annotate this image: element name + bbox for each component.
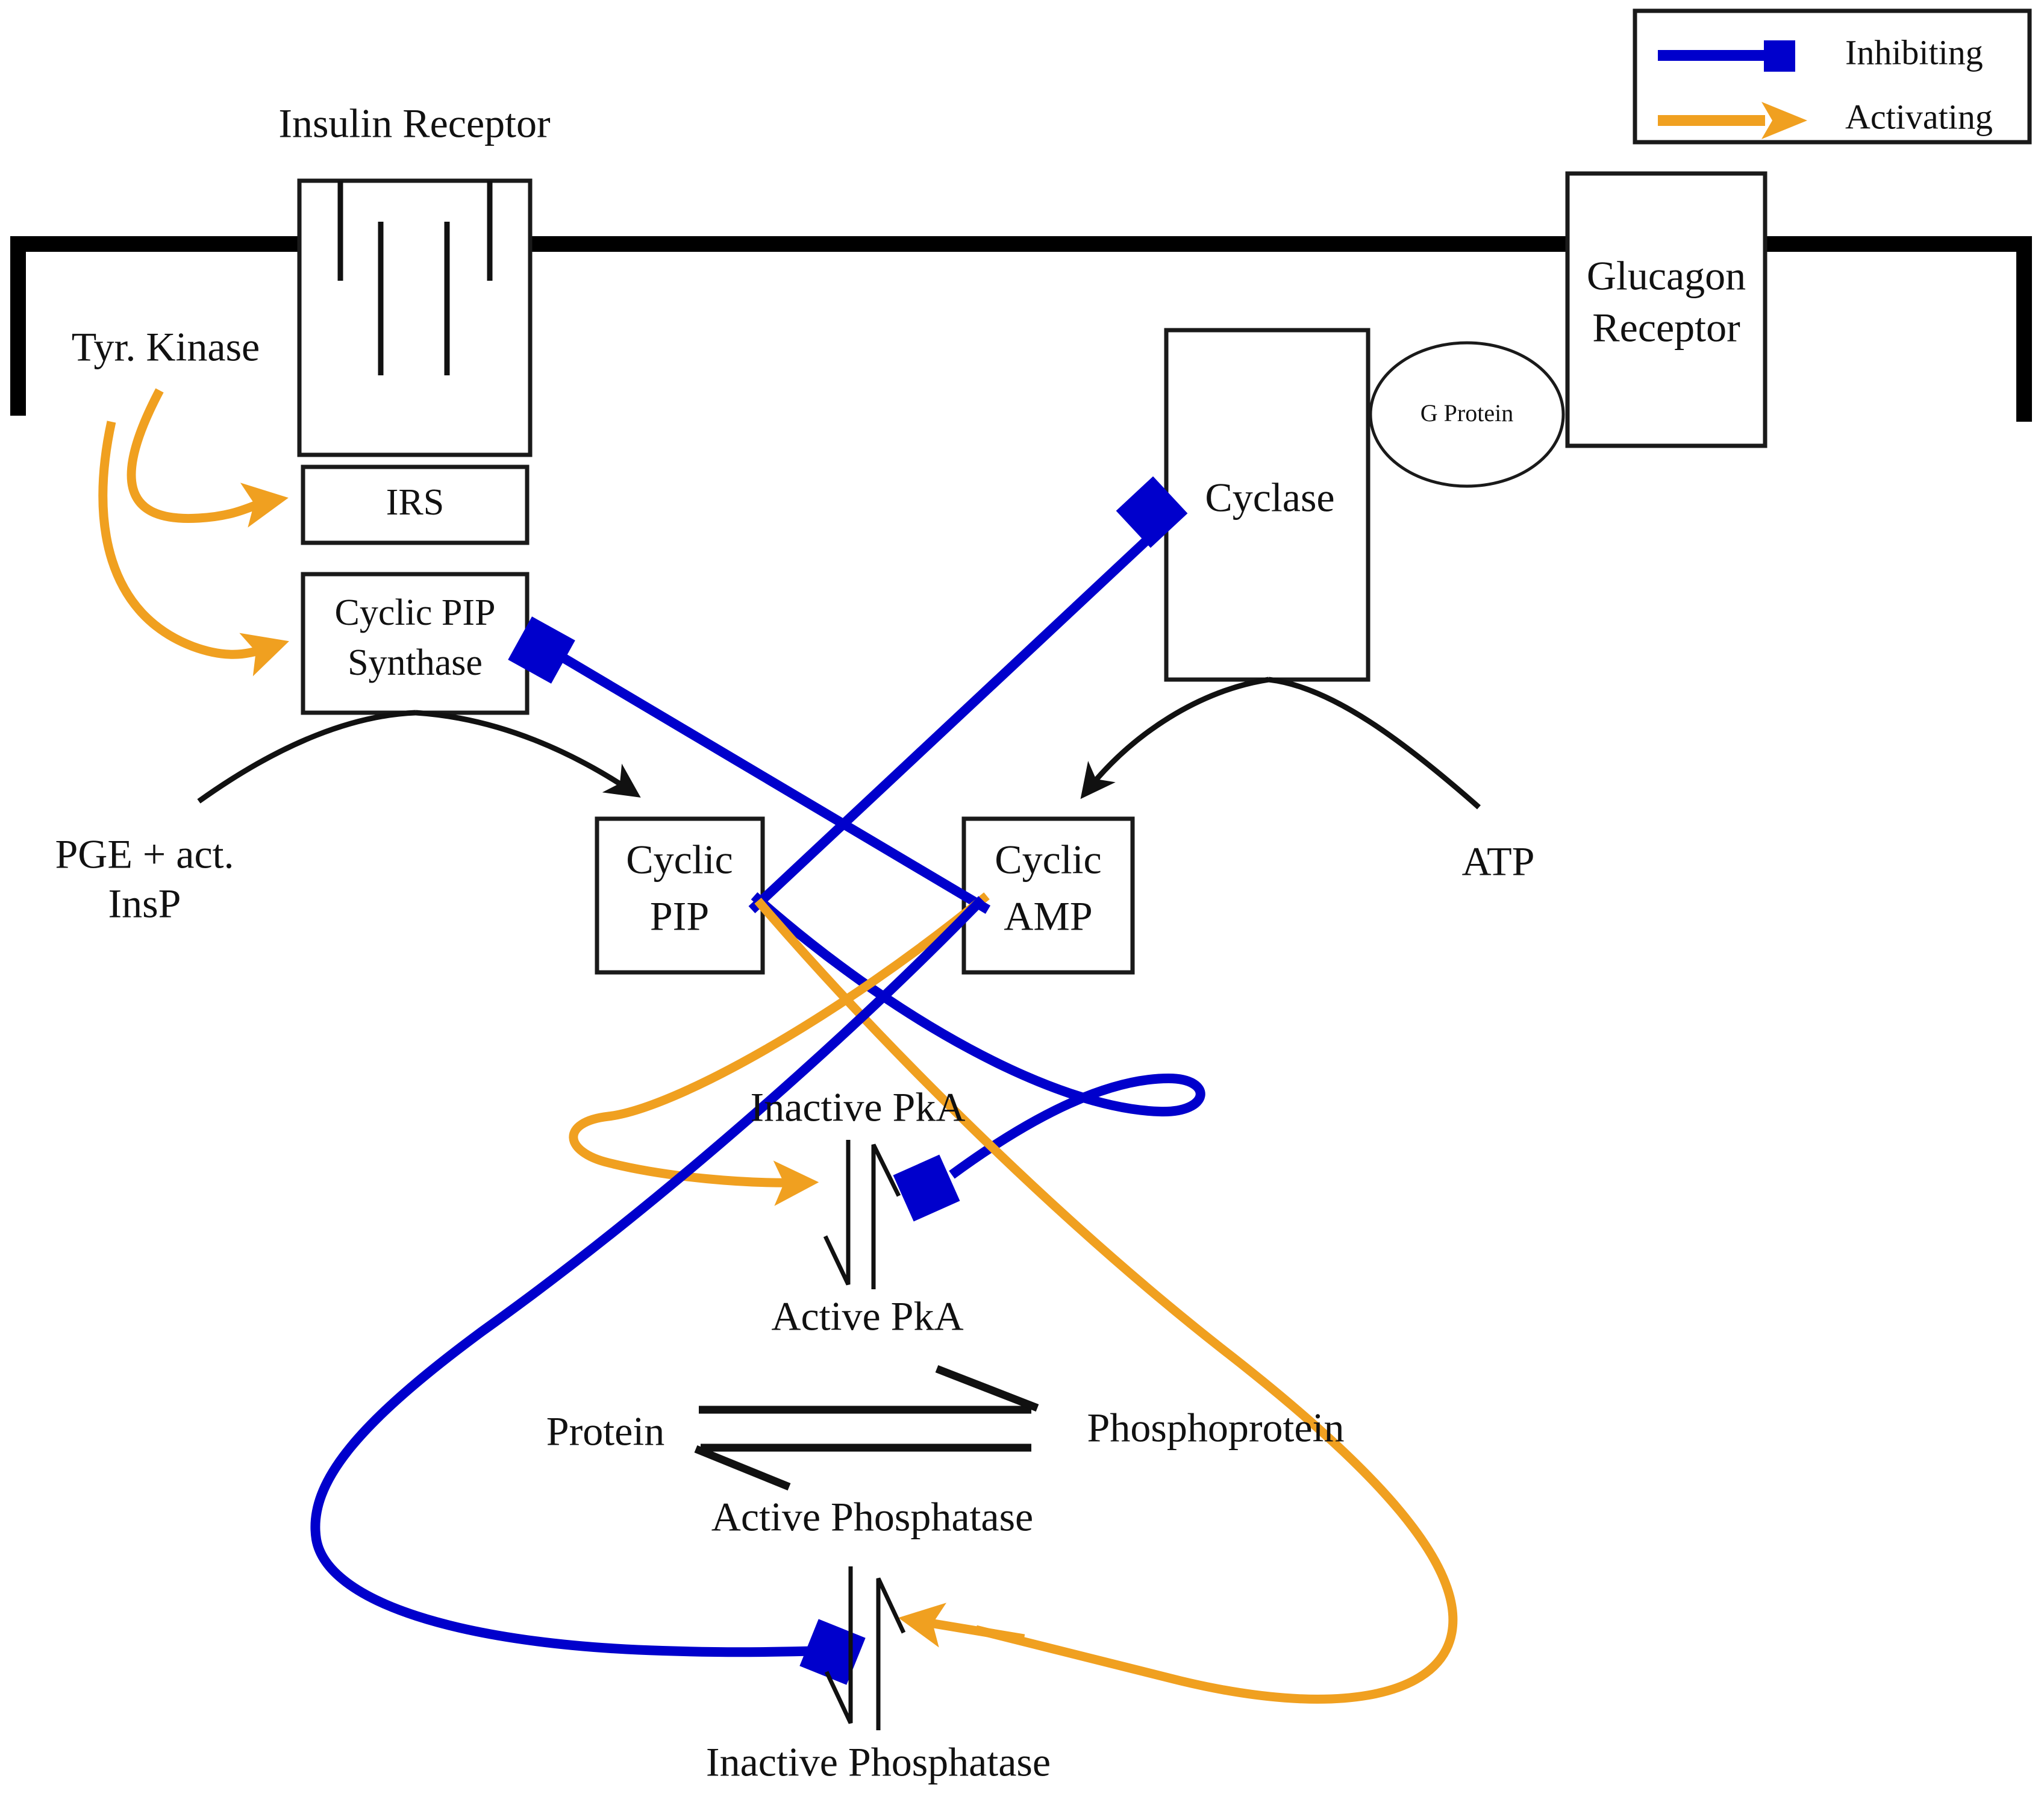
cyclic-amp-node[interactable]: Cyclic AMP (961, 816, 1135, 975)
protein-reversible-arrows (694, 1365, 1039, 1491)
edge-cyclicamp-activates-pka (569, 892, 990, 1206)
cell-membrane (10, 236, 2032, 422)
legend-activating-arrow-icon (1761, 102, 1807, 139)
atp-label: ATP (1462, 839, 1535, 884)
edge-pge-to-cyclicpip (197, 710, 416, 804)
edge-synthase-to-cyclicpip (415, 710, 641, 798)
irs-node[interactable]: IRS (301, 464, 530, 545)
edge-cyclicpip-inhibits-inactive-pka (751, 892, 1205, 1222)
g-protein-label: G Protein (1420, 399, 1513, 427)
pge-label-line2: InsP (108, 881, 181, 927)
legend: Inhibiting Activating (1633, 8, 2032, 145)
edge-tyrkinase-to-irs (127, 388, 289, 528)
edge-cyclicpip-activates-phosphatase (754, 898, 1458, 1704)
inhibit-square-cyclase (1116, 476, 1188, 548)
insulin-receptor-node[interactable] (297, 178, 533, 457)
cyclase-node[interactable]: Cyclase (1164, 328, 1370, 682)
pka-reversible-arrows (823, 1140, 901, 1289)
phosphoprotein-label: Phosphoprotein (1087, 1405, 1345, 1451)
glucagon-receptor-node[interactable]: Glucagon Receptor (1565, 171, 1767, 448)
edge-cyclicpip-inhibits-cyclase (748, 476, 1188, 913)
legend-inhibiting-square-icon (1764, 40, 1795, 72)
inactive-pka-label: Inactive PkA (751, 1084, 966, 1130)
legend-item-inhibiting: Inhibiting (1658, 33, 1983, 72)
cyclic-amp-label-line1: Cyclic (995, 837, 1102, 883)
legend-activating-label: Activating (1845, 97, 1993, 136)
inactive-phosphatase-label: Inactive Phosphatase (706, 1739, 1051, 1785)
pge-label-line1: PGE + act. (55, 831, 234, 877)
tyr-kinase-label: Tyr. Kinase (72, 324, 260, 370)
cyclic-pip-synthase-node[interactable]: Cyclic PIP Synthase (301, 572, 530, 715)
inhibit-square-inactive-phosphatase (799, 1619, 866, 1685)
protein-label: Protein (546, 1409, 664, 1454)
active-phosphatase-label: Active Phosphatase (711, 1494, 1033, 1540)
edge-tyrkinase-to-synthase (98, 421, 289, 677)
cyclic-pip-node[interactable]: Cyclic PIP (595, 816, 765, 975)
edge-atp-to-cyclicamp (1268, 677, 1481, 810)
cyclic-pip-label-line1: Cyclic (626, 837, 733, 883)
inhibit-square-synthase (508, 616, 575, 684)
edge-cyclicamp-inhibits-inactive-phosphatase (310, 896, 986, 1685)
inhibit-square-inactive-pka (893, 1154, 960, 1222)
glucagon-receptor-label-line2: Receptor (1592, 305, 1740, 351)
irs-label: IRS (386, 482, 444, 523)
active-pka-label: Active PkA (771, 1293, 963, 1339)
cyclic-pip-label-line2: PIP (650, 893, 709, 939)
cyclase-label: Cyclase (1205, 475, 1334, 521)
edge-cyclase-to-cyclicamp (1080, 677, 1269, 799)
g-protein-node[interactable]: G Protein (1369, 341, 1565, 488)
cyclic-amp-label-line2: AMP (1004, 893, 1092, 939)
edge-cyclicamp-inhibits-synthase (508, 616, 991, 914)
legend-item-activating: Activating (1658, 97, 1993, 139)
phosphatase-reversible-arrows (824, 1566, 906, 1730)
glucagon-receptor-label-line1: Glucagon (1587, 253, 1746, 299)
insulin-receptor-label: Insulin Receptor (278, 101, 551, 146)
legend-inhibiting-label: Inhibiting (1845, 33, 1983, 72)
cyclic-pip-synthase-label-line1: Cyclic PIP (335, 592, 496, 633)
cyclic-pip-synthase-label-line2: Synthase (348, 642, 483, 683)
